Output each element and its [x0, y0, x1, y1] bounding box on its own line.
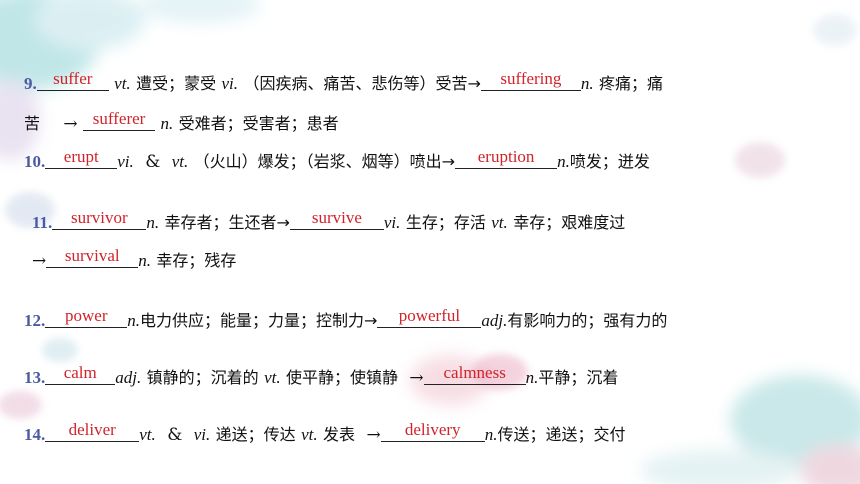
part-of-speech: n.	[146, 213, 160, 232]
arrow: →	[32, 251, 47, 271]
answer-blank[interactable]: eruption	[455, 147, 558, 169]
part-of-speech: n.	[484, 425, 498, 444]
item-number: 14.	[24, 425, 46, 444]
definition: 生存；存活	[405, 213, 486, 232]
answer-text: calm	[63, 363, 97, 382]
answer-blank[interactable]: deliver	[45, 420, 140, 442]
definition: 镇静的；沉着的	[146, 368, 259, 387]
part-of-speech: vt.	[114, 74, 131, 93]
item-11-line-2: → survival n. 幸存；残存	[32, 246, 237, 271]
definition: （因疾病、痛苦、悲伤等）受苦→	[243, 74, 481, 93]
arrow: →	[63, 114, 78, 134]
answer-blank[interactable]: survival	[46, 246, 139, 268]
answer-blank[interactable]: powerful	[377, 306, 482, 328]
definition: 苦	[24, 114, 41, 133]
definition: 幸存；艰难度过	[513, 213, 626, 232]
definition: 遭受；蒙受	[136, 74, 217, 93]
answer-blank[interactable]: suffering	[480, 69, 581, 91]
part-of-speech: vi.	[221, 74, 239, 93]
item-10-line: 10. erupt vi. & vt. （火山）爆发；（岩浆、烟等）喷出→ erupt…	[24, 147, 650, 172]
item-9-line-2: 苦 → sufferer n. 受难者；受害者；患者	[24, 109, 339, 134]
part-of-speech: vi.	[383, 213, 401, 232]
part-of-speech: n.	[127, 311, 140, 330]
answer-blank[interactable]: suffer	[36, 69, 109, 91]
definition: 使平静；使镇静	[286, 368, 399, 387]
answer-text: power	[65, 306, 108, 325]
answer-text: powerful	[398, 306, 461, 325]
part-of-speech: adj.	[481, 311, 508, 330]
part-of-speech: vi.	[193, 425, 211, 444]
part-of-speech: n.	[138, 251, 151, 270]
item-13-line: 13. calm adj. 镇静的；沉着的 vt. 使平静；使镇静 → calmnes…	[24, 363, 619, 388]
answer-blank[interactable]: delivery	[380, 420, 485, 442]
definition: 幸存者；生还者→	[164, 213, 290, 232]
part-of-speech: vt.	[301, 425, 318, 444]
answer-blank[interactable]: power	[45, 306, 128, 328]
definition: 疼痛；痛	[599, 74, 664, 93]
definition: 受难者；受害者；患者	[178, 114, 339, 133]
answer-blank[interactable]: calm	[45, 363, 116, 385]
item-number: 13.	[24, 368, 46, 387]
part-of-speech: adj.	[115, 368, 142, 387]
item-number: 11.	[32, 213, 53, 232]
answer-blank[interactable]: calmness	[423, 363, 526, 385]
answer-blank[interactable]: erupt	[45, 147, 118, 169]
part-of-speech: vi.	[117, 152, 134, 171]
ampersand: &	[145, 152, 161, 172]
arrow: →	[366, 425, 381, 445]
part-of-speech: vt.	[491, 213, 508, 232]
item-number: 9.	[24, 74, 37, 93]
definition: 递送；传达	[215, 425, 296, 444]
answer-text: erupt	[63, 147, 99, 166]
item-number: 12.	[24, 311, 46, 330]
item-11-line-1: 11. survivor n. 幸存者；生还者→ survive vi. 生存；存活 v…	[32, 208, 626, 232]
answer-text: suffering	[500, 69, 562, 88]
answer-blank[interactable]: survivor	[52, 208, 147, 230]
answer-text: delivery	[404, 420, 461, 439]
definition: 发表	[323, 425, 356, 444]
part-of-speech: n.	[160, 114, 174, 133]
definition: 幸存；残存	[156, 251, 237, 270]
definition: 传送；递送；交付	[497, 425, 626, 444]
part-of-speech: n.	[580, 74, 594, 93]
answer-text: calmness	[443, 363, 506, 382]
part-of-speech: vt.	[139, 425, 156, 444]
answer-text: survivor	[70, 208, 128, 227]
answer-text: suffer	[53, 69, 93, 88]
part-of-speech: n.	[557, 152, 570, 171]
part-of-speech: vt.	[264, 368, 281, 387]
answer-text: sufferer	[92, 109, 146, 128]
answer-text: survival	[64, 246, 120, 265]
definition: 电力供应；能量；力量；控制力→	[140, 311, 378, 330]
item-14-line: 14. deliver vt. & vi. 递送；传达 vt. 发表 → delive…	[24, 420, 626, 445]
item-number: 10.	[24, 152, 46, 171]
answer-blank[interactable]: survive	[289, 208, 384, 230]
definition: 平静；沉着	[538, 368, 619, 387]
item-12-line: 12. power n.电力供应；能量；力量；控制力→ powerful adj.有影响…	[24, 306, 668, 330]
answer-text: eruption	[477, 147, 535, 166]
item-9-line-1: 9. suffer vt. 遭受；蒙受 vi. （因疾病、痛苦、悲伤等）受苦→ su…	[24, 69, 664, 93]
part-of-speech: n.	[525, 368, 539, 387]
answer-text: deliver	[68, 420, 116, 439]
part-of-speech: vt.	[171, 152, 189, 171]
definition: 有影响力的；强有力的	[507, 311, 668, 330]
definition: （火山）爆发；（岩浆、烟等）喷出→	[193, 152, 456, 171]
definition: 喷发；迸发	[569, 152, 650, 171]
ampersand: &	[167, 425, 183, 445]
answer-text: survive	[311, 208, 362, 227]
answer-blank[interactable]: sufferer	[83, 109, 156, 131]
arrow: →	[409, 368, 424, 388]
